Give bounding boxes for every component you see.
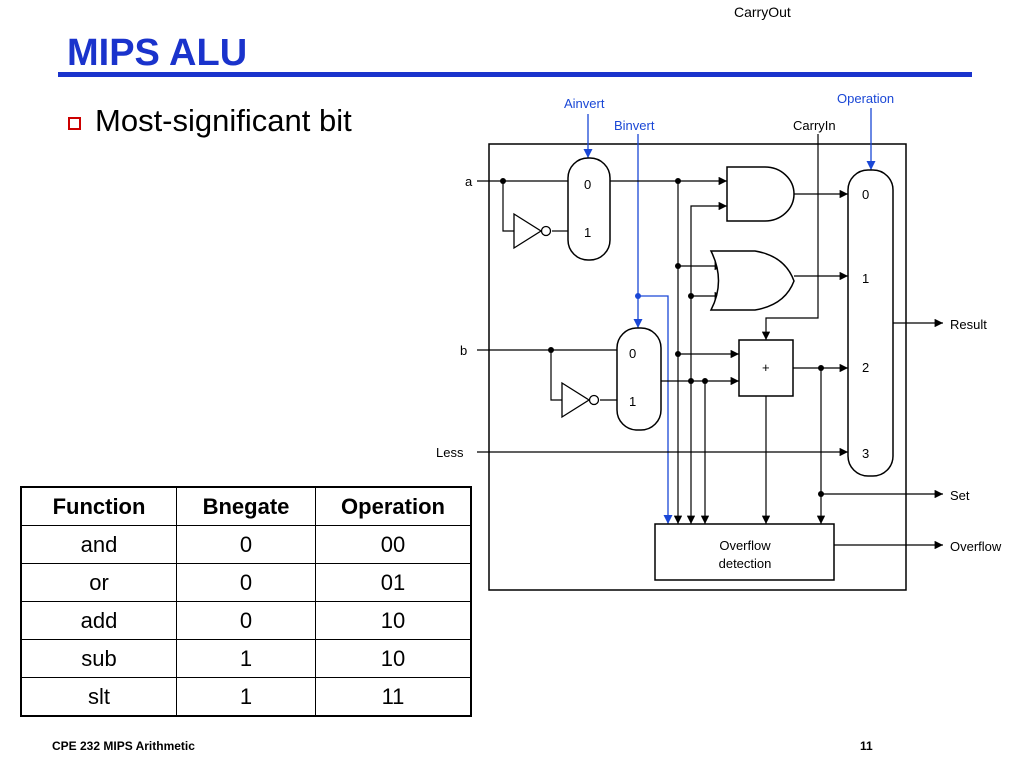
square-bullet-icon xyxy=(68,116,81,130)
op-mux-input-1: 1 xyxy=(862,271,869,286)
inverter-a xyxy=(513,212,552,250)
and-gate xyxy=(726,166,795,222)
carryout-label: CarryOut xyxy=(734,4,791,20)
table-header-row: Function Bnegate Operation xyxy=(20,486,472,526)
table-cell: 0 xyxy=(176,601,316,640)
alu-boundary xyxy=(488,143,907,591)
overflow-detection-block xyxy=(654,523,835,581)
page-number: 11 xyxy=(860,739,873,753)
table-cell: 01 xyxy=(315,563,472,602)
mux-a-input-0: 0 xyxy=(584,177,591,192)
table-cell: 10 xyxy=(315,601,472,640)
bullet-item: Most-significant bit xyxy=(68,103,352,139)
table-row: sub 1 10 xyxy=(20,639,472,678)
table-cell: 11 xyxy=(315,677,472,717)
table-cell: slt xyxy=(20,677,177,717)
table-row: and 0 00 xyxy=(20,525,472,564)
table-cell: 1 xyxy=(176,677,316,717)
op-mux-input-3: 3 xyxy=(862,446,869,461)
op-mux-input-2: 2 xyxy=(862,360,869,375)
table-cell: 1 xyxy=(176,639,316,678)
result-output-label: Result xyxy=(950,317,987,332)
table-cell: sub xyxy=(20,639,177,678)
or-gate xyxy=(709,250,795,311)
bullet-text: Most-significant bit xyxy=(95,103,352,138)
adder-plus-symbol: + xyxy=(762,360,770,375)
table-row: slt 1 11 xyxy=(20,677,472,717)
table-header-function: Function xyxy=(20,486,177,526)
mux-b-input-1: 1 xyxy=(629,394,636,409)
table-cell: add xyxy=(20,601,177,640)
set-output-label: Set xyxy=(950,488,970,503)
table-header-bnegate: Bnegate xyxy=(176,486,316,526)
binvert-label: Binvert xyxy=(614,118,655,133)
table-cell: 00 xyxy=(315,525,472,564)
table-cell: or xyxy=(20,563,177,602)
table-cell: 10 xyxy=(315,639,472,678)
carryin-label: CarryIn xyxy=(793,118,836,133)
footer-course-label: CPE 232 MIPS Arithmetic xyxy=(52,739,195,753)
mux-a xyxy=(567,157,611,261)
mux-b xyxy=(616,327,662,431)
inverter-b xyxy=(561,381,600,419)
slide-title: MIPS ALU xyxy=(67,32,248,74)
table-header-operation: Operation xyxy=(315,486,472,526)
function-table: Function Bnegate Operation and 0 00 or 0… xyxy=(20,486,472,717)
op-mux-input-0: 0 xyxy=(862,187,869,202)
overflow-box-line1: Overflow xyxy=(719,538,771,553)
operation-mux xyxy=(847,169,894,477)
table-row: add 0 10 xyxy=(20,601,472,640)
input-b-label: b xyxy=(460,343,467,358)
overflow-box-line2: detection xyxy=(719,556,772,571)
operation-label: Operation xyxy=(837,91,894,106)
input-a-label: a xyxy=(465,174,473,189)
table-cell: 0 xyxy=(176,563,316,602)
table-row: or 0 01 xyxy=(20,563,472,602)
adder-block xyxy=(738,339,794,397)
binvert-junction xyxy=(635,293,641,299)
mux-b-input-0: 0 xyxy=(629,346,636,361)
title-underline xyxy=(58,72,972,77)
ainvert-label: Ainvert xyxy=(564,96,605,111)
mux-a-input-1: 1 xyxy=(584,225,591,240)
junction-dots xyxy=(500,178,824,497)
table-cell: and xyxy=(20,525,177,564)
control-lines xyxy=(583,108,876,524)
input-less-label: Less xyxy=(436,445,464,460)
table-cell: 0 xyxy=(176,525,316,564)
overflow-output-label: Overflow xyxy=(950,539,1002,554)
